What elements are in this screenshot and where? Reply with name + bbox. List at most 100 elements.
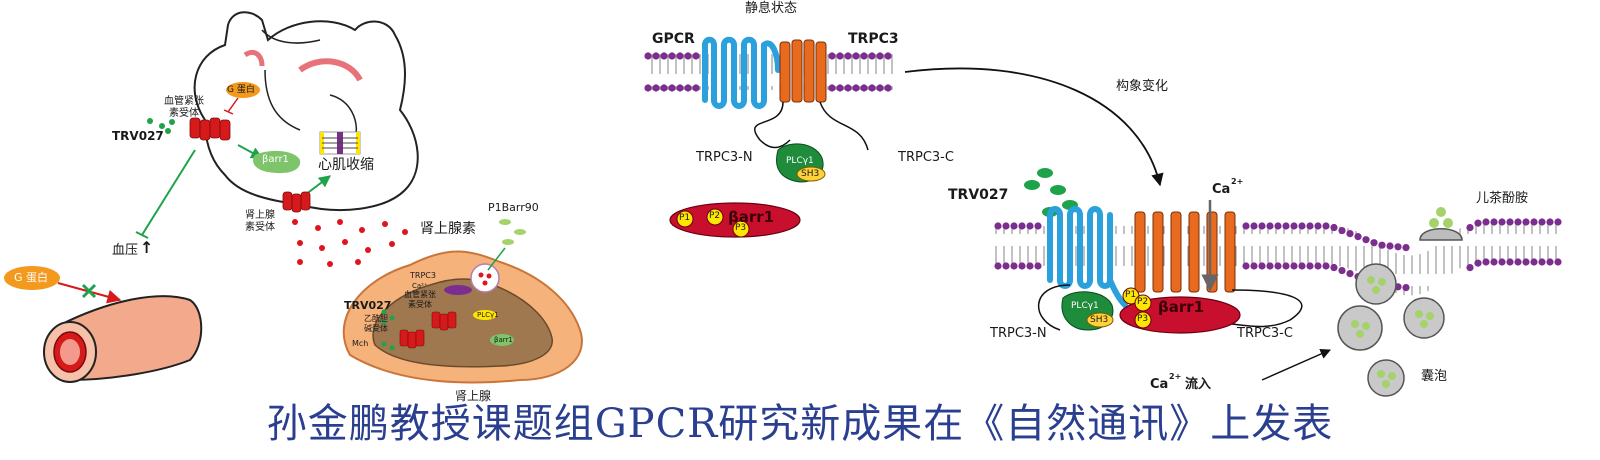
trpc3-label: TRPC3 <box>848 31 899 47</box>
lipid-head <box>1538 218 1546 226</box>
p2-label: P2 <box>709 211 721 221</box>
barr1-heart-label: βarr1 <box>262 154 289 165</box>
lipid-head <box>676 52 684 60</box>
trv027-adrenal-label: TRV027 <box>344 299 392 312</box>
trv027-dots-heart <box>147 118 175 134</box>
lipid-head <box>1018 262 1026 270</box>
p1-label: P1 <box>679 213 691 223</box>
lipid-head <box>1338 226 1346 235</box>
trv027-heart-label: TRV027 <box>112 129 164 143</box>
conformational-change-arrow <box>904 67 1164 187</box>
lipid-head <box>660 52 668 60</box>
lipid-head <box>1378 241 1386 249</box>
blood-pressure-label: 血压 <box>112 243 139 258</box>
ca-label: Ca <box>1212 182 1231 197</box>
lipid-head <box>1506 218 1514 226</box>
lipid-head <box>1346 270 1354 278</box>
lipid-head <box>1026 262 1034 270</box>
lipid-head <box>676 84 684 92</box>
sh3-active-label: SH3 <box>1090 315 1109 325</box>
plcg1-active-label: PLCγ1 <box>1071 301 1099 311</box>
lipid-head <box>1026 222 1034 230</box>
gpcr-helix-active <box>1047 206 1128 308</box>
lipid-head <box>1490 258 1498 266</box>
lipid-head <box>1298 262 1306 270</box>
p3-label: P3 <box>735 223 747 233</box>
ca-influx-arrow <box>1261 349 1331 381</box>
blood-vessel-icon <box>43 295 203 383</box>
ca-influx-ca-label: Ca <box>1150 377 1169 392</box>
ca-influx-text-label: 流入 <box>1185 377 1212 392</box>
vesicle-icon <box>1367 359 1405 397</box>
angiotensin-receptor-heart-icon <box>189 117 231 141</box>
barr1-heart-icon <box>253 150 301 174</box>
complex-active <box>1061 287 1241 334</box>
lipid-head <box>1498 218 1506 226</box>
acetylcholine-receptor-label: 乙酰胆 碱受体 <box>364 314 388 333</box>
trpc3-termini-active <box>1037 284 1303 331</box>
conformational-change-label: 构象变化 <box>1116 79 1169 94</box>
lipid-head <box>1538 258 1546 266</box>
lipid-head <box>844 84 852 92</box>
lipid-head <box>1242 262 1250 270</box>
lipid-head <box>1474 259 1482 267</box>
g-protein-heart-label: G 蛋白 <box>227 85 255 95</box>
lipid-head <box>644 52 652 60</box>
lipid-head <box>1482 218 1490 226</box>
inhibit-cap-bp <box>135 231 149 239</box>
lipid-head <box>1266 262 1274 270</box>
lipid-head <box>1498 258 1506 266</box>
lipid-head <box>684 84 692 92</box>
lipid-head <box>1266 222 1274 230</box>
trv027-dots-adrenal <box>381 309 395 351</box>
lipid-head <box>1338 266 1346 275</box>
trpc3-n-active-label: TRPC3-N <box>990 326 1047 341</box>
vesicle-icon <box>1403 297 1445 339</box>
lipid-head <box>1242 222 1250 230</box>
sh3-label: SH3 <box>801 169 820 179</box>
lipid-head <box>852 52 860 60</box>
ca-influx-sup-label: 2+ <box>1169 372 1182 381</box>
lipid-head <box>692 84 700 92</box>
vesicle-group <box>1337 263 1445 397</box>
trpc3-c-active-label: TRPC3-C <box>1237 326 1293 341</box>
ca-sup-label: 2+ <box>1231 177 1244 186</box>
p1barr90-dots <box>499 219 526 245</box>
lipid-head <box>1250 262 1258 270</box>
lipid-head <box>1506 258 1514 266</box>
heart-illustration <box>193 11 419 211</box>
lipid-head <box>1010 222 1018 230</box>
lipid-head <box>1314 222 1322 230</box>
membrane-resting <box>644 52 895 92</box>
plcg1-label: PLCγ1 <box>786 156 814 166</box>
lipid-head <box>1330 223 1338 232</box>
lipid-head <box>1482 258 1490 266</box>
adrenaline-dots <box>292 219 408 267</box>
lipid-head <box>994 222 1002 230</box>
lipid-head <box>884 52 892 60</box>
lipid-head <box>652 84 660 92</box>
lipid-head <box>876 84 884 92</box>
lipid-head <box>1010 262 1018 270</box>
g-protein-vessel-label: G 蛋白 <box>14 271 49 284</box>
barr1-active-label: βarr1 <box>1158 298 1205 316</box>
lipid-head <box>1258 222 1266 230</box>
lipid-head <box>1034 262 1042 270</box>
lipid-head <box>1514 218 1522 226</box>
plcg1-resting <box>776 143 826 183</box>
p1barr90-label: P1Barr90 <box>488 201 539 214</box>
lipid-head <box>860 84 868 92</box>
lipid-head <box>1250 222 1258 230</box>
p1barr90-arrow <box>487 247 506 271</box>
lipid-head <box>684 52 692 60</box>
lipid-head <box>644 84 652 92</box>
lipid-head <box>1274 222 1282 230</box>
lipid-head <box>1466 224 1474 232</box>
lipid-head <box>836 52 844 60</box>
lipid-head <box>1306 262 1314 270</box>
adrenergic-receptor-label: 肾上腺 素受体 <box>245 210 275 233</box>
lipid-head <box>1514 258 1522 266</box>
lipid-head <box>692 52 700 60</box>
lipid-head <box>828 84 836 92</box>
